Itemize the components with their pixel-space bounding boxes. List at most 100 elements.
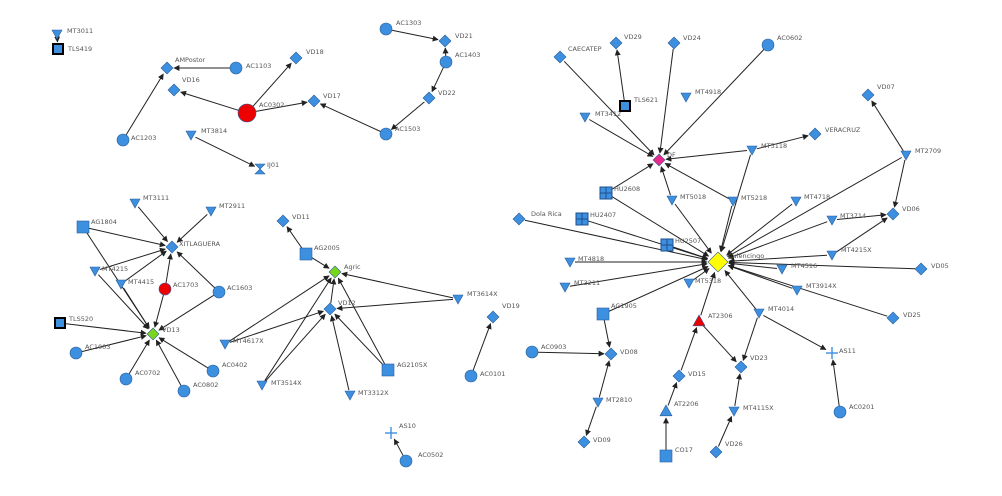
node-caecatep[interactable]: CAECATEP xyxy=(553,45,602,64)
node-ac0702[interactable]: AC0702 xyxy=(119,369,160,386)
square-framed-marker-icon xyxy=(619,100,631,112)
node-co17[interactable]: CO17 xyxy=(659,446,693,463)
node-ac0602[interactable]: AC0602 xyxy=(761,34,802,52)
node-vd08[interactable]: VD08 xyxy=(604,347,638,361)
node-mt4115x[interactable]: MT4115X xyxy=(728,404,774,417)
node-mt4014[interactable]: MT4014 xyxy=(753,305,794,319)
node-vd22[interactable]: VD22 xyxy=(422,89,456,105)
node-df[interactable]: DF xyxy=(652,151,676,167)
node-tls520[interactable]: TLS520 xyxy=(54,315,93,329)
node-culencingo[interactable]: Culencingo xyxy=(707,251,764,273)
node-tls419[interactable]: TLS419 xyxy=(52,43,92,55)
node-vd29[interactable]: VD29 xyxy=(609,33,642,50)
node-mt3714[interactable]: MT3714 xyxy=(826,212,866,226)
node-mt3111[interactable]: MT3111 xyxy=(129,194,169,209)
diamond-marker-icon xyxy=(307,94,321,108)
node-ac1303[interactable]: AC1303 xyxy=(379,19,421,36)
node-vd06[interactable]: VD06 xyxy=(886,205,920,221)
node-mt3011[interactable]: MT3011 xyxy=(51,27,93,40)
node-ac0802[interactable]: AC0802 xyxy=(177,381,218,398)
node-vd25[interactable]: VD25 xyxy=(886,311,921,325)
node-ac0903[interactable]: AC0903 xyxy=(525,343,566,359)
node-mt3312x[interactable]: MT3312X xyxy=(344,389,389,401)
node-tls621[interactable]: TLS621 xyxy=(619,96,658,112)
node-hu2507[interactable]: HU2507 xyxy=(660,237,701,252)
node-mt4718[interactable]: MT4718 xyxy=(790,193,830,207)
node-mt4617x[interactable]: MT4617X xyxy=(219,337,264,350)
node-vd07[interactable]: VD07 xyxy=(861,83,895,102)
node-ac1003[interactable]: AC1003 xyxy=(69,343,110,360)
node-mt5018[interactable]: MT5018 xyxy=(666,193,706,206)
node-ag2105x[interactable]: AG2105X xyxy=(381,361,428,377)
node-mt3412[interactable]: MT3412 xyxy=(579,110,621,123)
node-dolarica[interactable]: Dola Rica xyxy=(512,210,562,226)
node-hu2608[interactable]: HU2608 xyxy=(599,185,640,200)
node-vd19[interactable]: VD19 xyxy=(486,302,520,324)
node-mt3814[interactable]: MT3814 xyxy=(185,127,227,141)
edge-AG1905-to-VD08 xyxy=(603,319,612,348)
node-ij01[interactable]: IJ01 xyxy=(254,161,279,175)
node-mt3514x[interactable]: MT3514X xyxy=(256,379,302,391)
node-mt4516[interactable]: MT4516 xyxy=(776,262,817,275)
node-ac1703[interactable]: AC1703 xyxy=(158,281,198,296)
node-vd05[interactable]: VD05 xyxy=(914,262,949,276)
node-xitlaguera[interactable]: XITLAGUERA xyxy=(165,240,221,254)
node-ag1905[interactable]: AG1905 xyxy=(596,302,637,321)
node-vd21[interactable]: VD21 xyxy=(438,32,473,48)
node-mt5118[interactable]: MT5118 xyxy=(746,142,787,156)
node-hu2407[interactable]: HU2407 xyxy=(575,211,616,226)
node-mt4818[interactable]: MT4818 xyxy=(564,255,604,268)
node-veracruz[interactable]: VERACRUZ xyxy=(808,126,861,141)
node-agric[interactable]: Agric xyxy=(328,263,361,279)
node-mt5218[interactable]: MT5218 xyxy=(727,194,767,207)
node-ac1403[interactable]: AC1403 xyxy=(439,51,480,69)
node-ac0502[interactable]: AC0502 xyxy=(399,451,443,468)
diamond-marker-icon xyxy=(323,302,337,316)
node-mt3914x[interactable]: MT3914X xyxy=(791,282,837,296)
node-mt2911[interactable]: MT2911 xyxy=(205,202,245,217)
node-ac0402[interactable]: AC0402 xyxy=(206,361,247,378)
node-mt3614x[interactable]: MT3614X xyxy=(452,290,498,305)
node-vd09[interactable]: VD09 xyxy=(577,435,611,449)
node-vd18[interactable]: VD18 xyxy=(289,48,324,65)
node-mt5318[interactable]: MT5318 xyxy=(683,277,721,289)
edge-AC0702-to-VD13 xyxy=(128,339,150,375)
edge-MT4617X-to-Agric xyxy=(228,275,330,342)
node-at2206[interactable]: AT2206 xyxy=(659,400,698,417)
node-ac1503[interactable]: AC1503 xyxy=(379,125,420,141)
node-vd16[interactable]: VD16 xyxy=(167,76,200,97)
diamond-marker-icon xyxy=(328,265,342,279)
node-vd26[interactable]: VD26 xyxy=(709,440,743,459)
node-mt2709[interactable]: MT2709 xyxy=(900,147,941,161)
node-vd11[interactable]: VD11 xyxy=(276,213,310,228)
node-ag1804[interactable]: AG1804 xyxy=(76,218,117,234)
node-mt4918[interactable]: MT4918 xyxy=(680,88,721,103)
node-ac1103[interactable]: AC1103 xyxy=(229,61,271,75)
node-mt4415[interactable]: MT4415 xyxy=(115,278,154,290)
node-vd15[interactable]: VD15 xyxy=(672,369,706,383)
diamond-marker-icon xyxy=(486,310,500,324)
node-mt3211[interactable]: MT3211 xyxy=(559,279,600,293)
node-ac1603[interactable]: AC1603 xyxy=(212,284,252,299)
node-mt4215[interactable]: MT4215 xyxy=(89,265,128,277)
node-ac0302[interactable]: AC0302 xyxy=(237,101,284,123)
edge-MT4215X-to-Culencingo xyxy=(728,254,828,264)
node-vd12[interactable]: VD12 xyxy=(323,299,356,316)
node-ac1203[interactable]: AC1203 xyxy=(116,133,156,147)
node-vd23[interactable]: VD23 xyxy=(734,354,768,374)
node-ac0101[interactable]: AC0101 xyxy=(464,369,505,383)
node-at2306[interactable]: AT2306 xyxy=(692,312,732,327)
node-mt2810[interactable]: MT2810 xyxy=(592,396,632,408)
node-label: AC0302 xyxy=(259,101,284,109)
node-ag2005[interactable]: AG2005 xyxy=(299,244,340,261)
edge-AG2105X-to-Agric xyxy=(337,277,386,365)
node-ac0201[interactable]: AC0201 xyxy=(833,403,874,419)
node-as11[interactable]: AS11 xyxy=(826,347,856,359)
node-label: MT2911 xyxy=(219,202,245,210)
node-vd13[interactable]: VD13 xyxy=(146,326,180,341)
node-ampostor[interactable]: AMPostor xyxy=(160,56,206,75)
node-vd17[interactable]: VD17 xyxy=(307,92,341,108)
node-as10[interactable]: AS10 xyxy=(385,422,416,439)
node-vd24[interactable]: VD24 xyxy=(667,34,701,50)
node-mt4215x[interactable]: MT4215X xyxy=(826,246,872,261)
